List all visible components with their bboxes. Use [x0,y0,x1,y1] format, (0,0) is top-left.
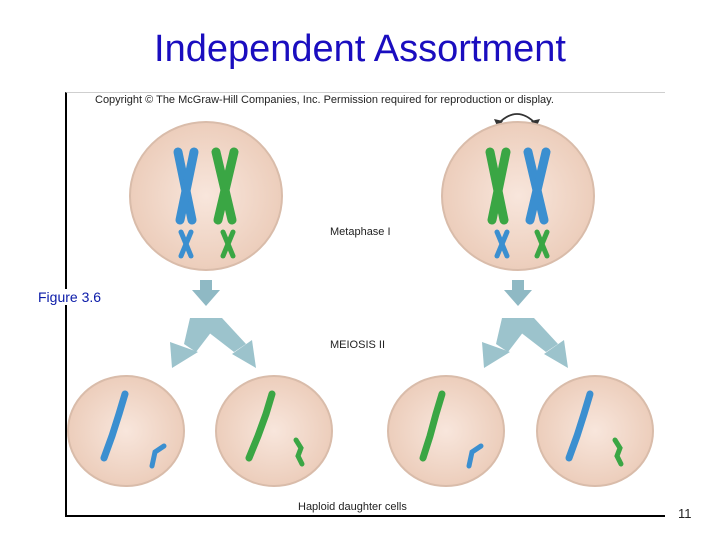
chromosome-large-green [485,147,511,225]
split-arrow-right-icon [482,318,568,368]
down-arrow-right-icon [504,280,532,306]
daughter-cells-label: Haploid daughter cells [298,501,407,513]
chromosome-large-green [211,147,239,225]
daughter-cell-3 [387,375,505,487]
chromosome-small-blue [494,229,510,259]
down-arrow-left-icon [192,280,220,306]
metaphase-cell-left [129,121,283,271]
metaphase-cell-right [441,121,595,271]
page-number: 11 [678,506,692,521]
metaphase-label: Metaphase I [330,226,391,238]
split-arrow-left-icon [170,318,256,368]
slide-title: Independent Assortment [154,28,566,70]
daughter-cell-1 [67,375,185,487]
chromosome-small-green [534,229,550,259]
chromosome-large-blue [173,147,199,225]
daughter-cell-4 [536,375,654,487]
meiosis-label: MEIOSIS II [330,339,386,351]
chromosome-large-blue [523,147,551,225]
copyright-notice: Copyright © The McGraw-Hill Companies, I… [95,94,554,106]
chromosome-small-green [220,229,236,259]
figure-label: Figure 3.6 [36,289,104,305]
daughter-cell-2 [215,375,333,487]
chromosome-small-blue [178,229,194,259]
